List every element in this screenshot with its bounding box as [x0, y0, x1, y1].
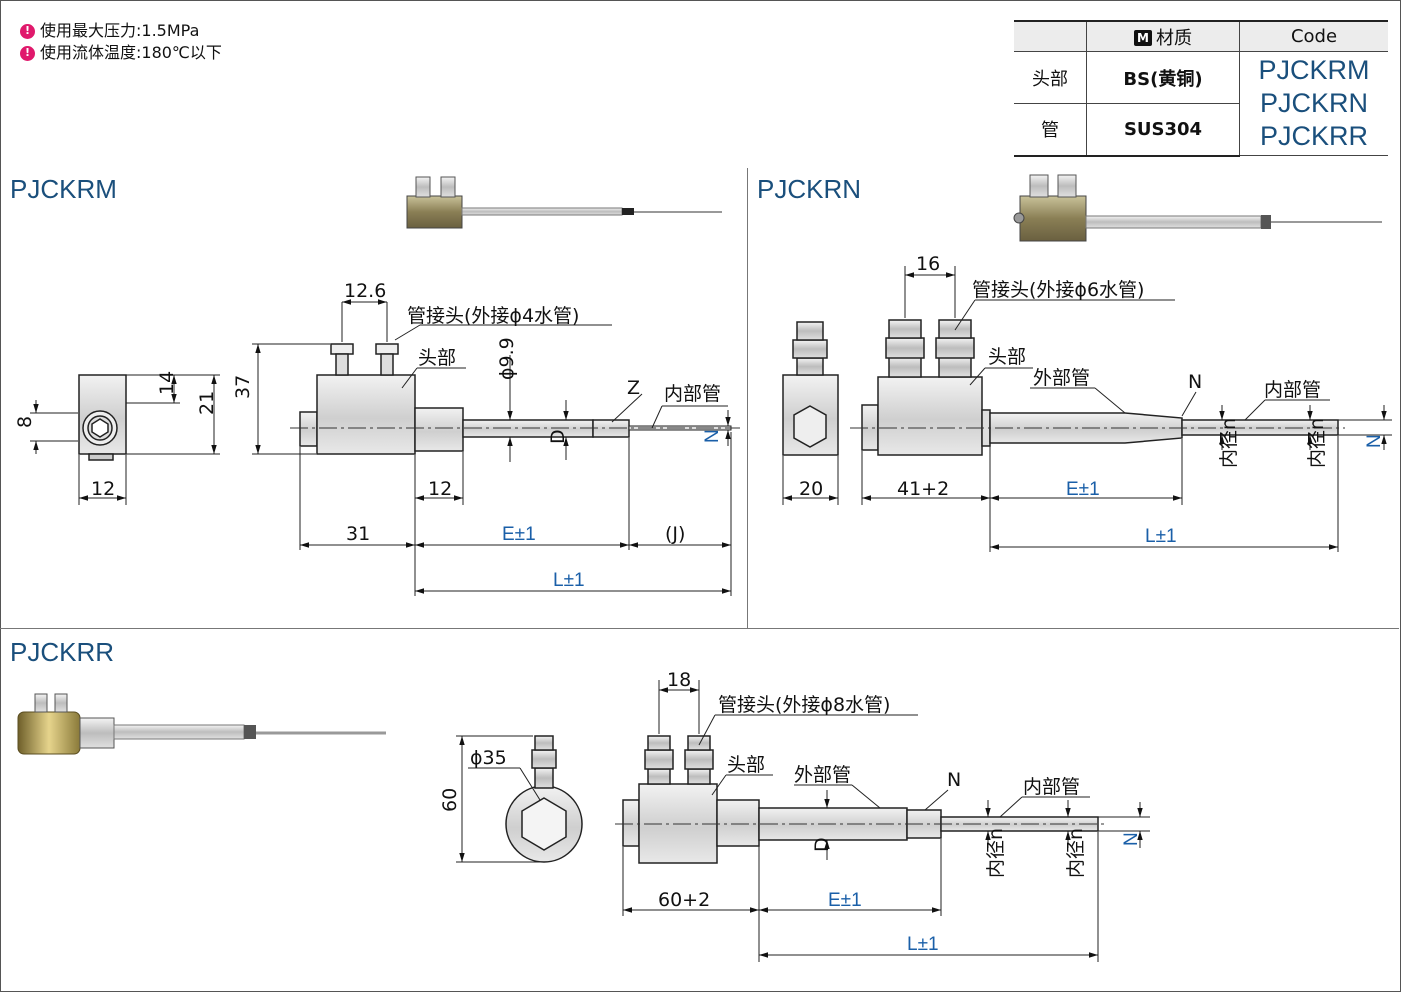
usage-notes: ! 使用最大压力:1.5MPa ! 使用流体温度:180℃以下: [20, 20, 222, 64]
pjckrr-photo: [17, 693, 386, 755]
note-pressure: ! 使用最大压力:1.5MPa: [20, 20, 222, 42]
dim-18: 18: [667, 669, 691, 691]
label-head: 头部: [988, 346, 1026, 368]
label-inner: 内部管: [1264, 379, 1321, 401]
note-text: 使用流体温度:180℃以下: [40, 43, 222, 62]
label-outer: 外部管: [794, 764, 851, 786]
dim-41: 41+2: [897, 478, 949, 500]
label-fitting: 管接头(外接ϕ4水管): [407, 305, 579, 327]
label-n-top: N: [1188, 371, 1202, 393]
dim-60-height: 60: [439, 788, 461, 812]
dim-l: L±1: [1145, 526, 1177, 547]
pjckrn-photo: [1013, 174, 1382, 242]
dim-l: L±1: [553, 570, 585, 591]
label-bore1: 内径n: [1218, 418, 1240, 468]
label-n: N: [1364, 434, 1385, 448]
table-header-code: Code: [1239, 20, 1388, 52]
pjckrr-front-dims: [622, 680, 1150, 962]
pjckrm-front-dims: [252, 299, 732, 596]
dim-20: 20: [799, 478, 823, 500]
dim-e: E±1: [1066, 479, 1100, 500]
label-bore2: 内径n: [1306, 418, 1328, 468]
label-head: 头部: [418, 347, 456, 369]
warning-icon: !: [20, 23, 35, 39]
pjckrm-side-dims: [30, 374, 220, 505]
label-z: Z: [627, 377, 640, 399]
dim-l: L±1: [907, 934, 939, 955]
label-d: D: [811, 837, 833, 852]
dim-12-width: 12: [91, 478, 115, 500]
row-material: BS(黄铜): [1086, 51, 1240, 104]
row-part: 管: [1014, 103, 1087, 157]
label-fitting: 管接头(外接ϕ6水管): [972, 279, 1144, 301]
pjckrn-front-dims: [861, 266, 1392, 552]
dim-e: E±1: [502, 524, 536, 545]
note-temperature: ! 使用流体温度:180℃以下: [20, 42, 222, 64]
label-head: 头部: [727, 754, 765, 776]
dim-pitch: 12.6: [344, 280, 386, 302]
pjckrn-side-view: [782, 321, 839, 456]
pjckrn-side-dims: [782, 456, 839, 505]
dim-16: 16: [916, 253, 940, 275]
label-fitting: 管接头(外接ϕ8水管): [718, 694, 890, 716]
pjckrm-side-view: [78, 374, 127, 461]
label-inner: 内部管: [664, 383, 721, 405]
label-outer: 外部管: [1033, 367, 1090, 389]
dim-dia: ϕ9.9: [496, 337, 518, 380]
code-item: PJCKRR: [1259, 121, 1368, 151]
note-text: 使用最大压力:1.5MPa: [40, 21, 200, 40]
dim-12-nut: 12: [428, 478, 452, 500]
divider-vertical: [747, 168, 748, 628]
table-header-blank: [1014, 20, 1087, 52]
label-n-top: N: [947, 769, 961, 791]
material-icon: M: [1134, 29, 1152, 46]
label-bore1: 内径n: [985, 828, 1007, 878]
label-bore2: 内径n: [1065, 828, 1087, 878]
pjckrr-side-view: [505, 735, 583, 863]
pjckrm-front-view: [299, 343, 732, 455]
section-title-pjckrr: PJCKRR: [10, 637, 115, 667]
row-part: 头部: [1014, 51, 1087, 104]
header-material-label: 材质: [1155, 27, 1192, 49]
dim-31: 31: [346, 523, 370, 545]
code-item: PJCKRM: [1258, 55, 1370, 85]
dim-21: 21: [196, 391, 218, 415]
dim-8: 8: [14, 416, 36, 428]
pjckrr-side-dims: [456, 735, 544, 863]
code-list: PJCKRM PJCKRN PJCKRR: [1239, 51, 1388, 156]
divider-horizontal: [0, 628, 1399, 629]
section-title-pjckrm: PJCKRM: [10, 174, 117, 204]
row-material: SUS304: [1086, 103, 1240, 157]
dim-j: (J): [665, 523, 685, 545]
section-title-pjckrn: PJCKRN: [757, 174, 862, 204]
pjckrr-front-view: [622, 735, 1099, 864]
dim-37: 37: [232, 375, 254, 399]
label-d: D: [547, 429, 569, 444]
dim-60-2: 60+2: [658, 889, 710, 911]
code-item: PJCKRN: [1259, 88, 1368, 118]
dim-dia35: ϕ35: [470, 747, 507, 769]
pjckrm-photo: [406, 176, 722, 229]
warning-icon: !: [20, 45, 35, 61]
dim-e: E±1: [828, 890, 862, 911]
label-inner: 内部管: [1023, 776, 1080, 798]
label-n: N: [702, 429, 723, 443]
label-n: N: [1121, 832, 1142, 846]
dim-14: 14: [156, 371, 178, 395]
